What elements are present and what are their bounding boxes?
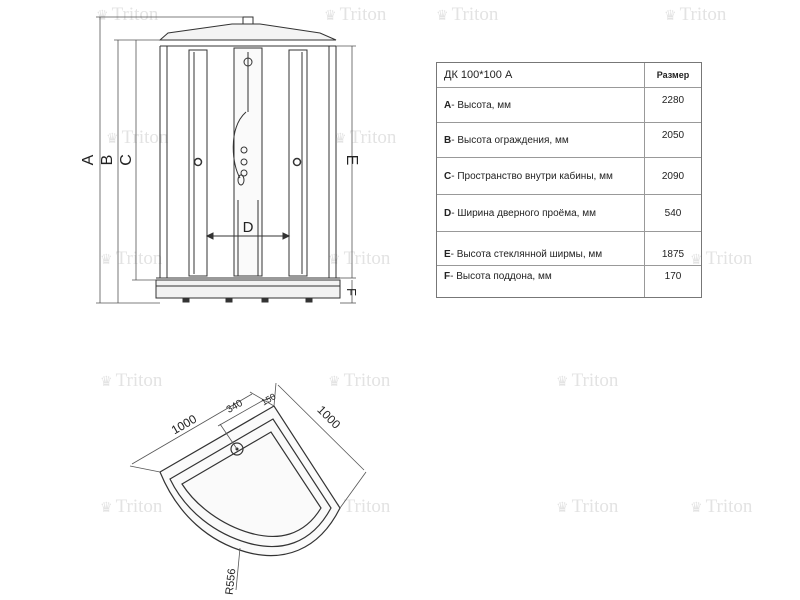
- watermark: ♛Triton: [664, 4, 727, 25]
- table-row: B - Высота ограждения, мм 2050: [437, 122, 701, 157]
- crown-icon: ♛: [328, 375, 341, 390]
- control-knob: [240, 146, 248, 154]
- dim-f: [340, 280, 356, 304]
- row-label: F - Высота поддона, мм: [437, 266, 645, 297]
- crown-icon: ♛: [690, 253, 703, 268]
- dim-d-arrow: [205, 232, 214, 240]
- table-row: D - Ширина дверного проёма, мм 540: [437, 194, 701, 231]
- watermark: ♛Triton: [324, 4, 387, 25]
- door-handle-left: [193, 157, 203, 167]
- dim-rim: [261, 395, 275, 402]
- crown-icon: ♛: [334, 132, 347, 147]
- watermark: ♛Triton: [100, 370, 163, 391]
- row-value: 170: [664, 271, 682, 282]
- door-left: [188, 49, 208, 277]
- tray-foot: [261, 297, 269, 303]
- watermark: ♛Triton: [436, 4, 499, 25]
- row-label: D - Ширина дверного проёма, мм: [437, 195, 645, 231]
- dim-d-arrow: [282, 232, 291, 240]
- drain: [230, 442, 244, 456]
- watermark: ♛Triton: [100, 248, 163, 269]
- label-b: B: [99, 155, 116, 166]
- control-knob: [240, 158, 248, 166]
- tray-recess: [181, 431, 322, 538]
- label-a: A: [80, 154, 97, 165]
- cabin-roof: [158, 23, 337, 41]
- label-right-side: 1000: [314, 403, 343, 432]
- label-f: F: [344, 288, 359, 296]
- crown-icon: ♛: [96, 9, 109, 24]
- row-value: 1875: [661, 249, 685, 260]
- row-value: 2090: [661, 170, 685, 182]
- label-drain-offset: 340: [225, 398, 245, 416]
- table-title: ДК 100*100 А: [437, 63, 645, 87]
- control-knob: [240, 169, 248, 177]
- dim-c: [132, 40, 156, 281]
- tray-inner: [169, 418, 332, 548]
- tray: [155, 279, 341, 299]
- crown-icon: ♛: [556, 501, 569, 516]
- crown-icon: ♛: [106, 132, 119, 147]
- crown-icon: ♛: [324, 9, 337, 24]
- table-row: C - Пространство внутри кабины, мм 2090: [437, 157, 701, 194]
- crown-icon: ♛: [100, 375, 113, 390]
- row-value: 2050: [661, 130, 685, 141]
- rain-head: [243, 57, 253, 67]
- crown-icon: ♛: [100, 253, 113, 268]
- tray-foot: [182, 297, 190, 303]
- watermark: ♛Triton: [100, 496, 163, 517]
- watermark: ♛Triton: [334, 127, 397, 148]
- row-label: B - Высота ограждения, мм: [437, 123, 645, 157]
- spec-table: ДК 100*100 А Размер A - Высота, мм 2280 …: [436, 62, 702, 298]
- dim-b: [114, 39, 160, 303]
- crown-icon: ♛: [690, 501, 703, 516]
- label-d: D: [243, 219, 254, 236]
- tray-foot: [225, 297, 233, 303]
- front-view: [96, 16, 356, 304]
- crown-icon: ♛: [100, 501, 113, 516]
- top-view: [129, 382, 367, 591]
- crown-icon: ♛: [436, 9, 449, 24]
- dim-top-right: [273, 382, 367, 509]
- table-row: F - Высота поддона, мм 170: [437, 265, 701, 297]
- watermark: ♛Triton: [690, 496, 753, 517]
- watermark: ♛Triton: [556, 370, 619, 391]
- row-label: A - Высота, мм: [437, 88, 645, 122]
- hand-shower: [237, 174, 245, 186]
- door-right: [288, 49, 308, 277]
- value-header: Размер: [656, 70, 690, 80]
- roof-knob: [242, 16, 254, 25]
- table-header: ДК 100*100 А Размер: [437, 63, 701, 87]
- row-value: 540: [664, 207, 682, 219]
- tray-outline: [159, 405, 341, 557]
- watermark: ♛Triton: [690, 248, 753, 269]
- crown-icon: ♛: [556, 375, 569, 390]
- watermark: ♛Triton: [106, 127, 169, 148]
- door-handle-right: [292, 157, 302, 167]
- dim-a: [96, 16, 243, 304]
- dim-radius: [235, 547, 241, 591]
- watermark: ♛Triton: [328, 370, 391, 391]
- label-radius: R556: [224, 568, 239, 595]
- row-label: E - Высота стеклянной ширмы, мм: [437, 232, 645, 265]
- label-e: E: [343, 155, 360, 166]
- label-c: C: [118, 154, 135, 166]
- tray-foot: [305, 297, 313, 303]
- dim-drain: [217, 400, 263, 450]
- watermark: ♛Triton: [96, 4, 159, 25]
- table-row: A - Высота, мм 2280: [437, 87, 701, 122]
- crown-icon: ♛: [328, 253, 341, 268]
- watermark: ♛Triton: [328, 248, 391, 269]
- dim-top-left: [129, 391, 275, 473]
- table-row: E - Высота стеклянной ширмы, мм 1875: [437, 231, 701, 265]
- watermark: ♛Triton: [556, 496, 619, 517]
- shower-hose: [232, 111, 247, 179]
- dim-e: [336, 45, 356, 279]
- crown-icon: ♛: [664, 9, 677, 24]
- row-value: 2280: [661, 95, 685, 106]
- row-label: C - Пространство внутри кабины, мм: [437, 158, 645, 194]
